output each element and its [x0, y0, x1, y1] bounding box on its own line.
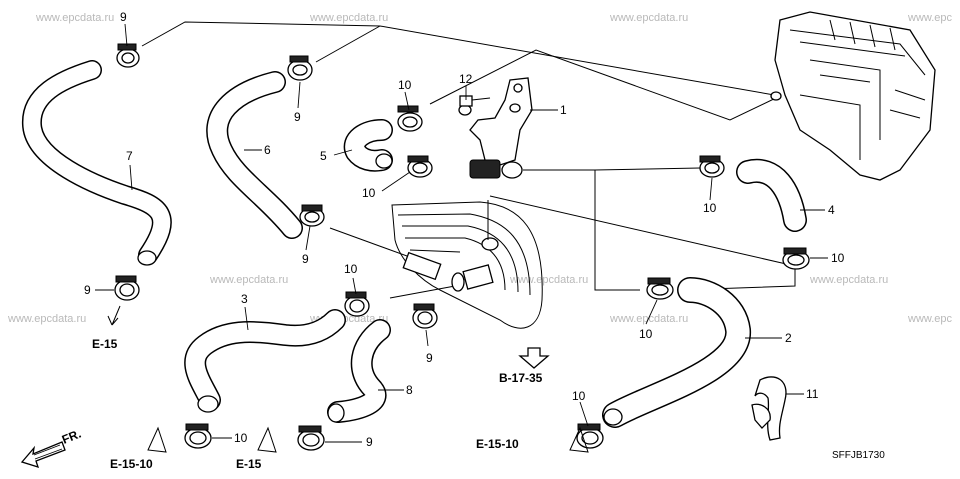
watermark-partial: www.epc [907, 12, 953, 24]
callout-10: 10 [703, 201, 717, 215]
clamp-10g [184, 423, 212, 449]
pipe-assembly [391, 200, 543, 329]
callout-9: 9 [302, 252, 309, 266]
clamp-9b [287, 55, 313, 81]
clamp-10h [576, 423, 604, 449]
watermark: www.epcdata.ru [809, 274, 888, 286]
watermark: www.epcdata.ru [509, 274, 588, 286]
hose-clamps [114, 43, 810, 451]
callout-6: 6 [264, 143, 271, 157]
watermark: www.epcdata.ru [609, 12, 688, 24]
front-arrow-icon [20, 441, 66, 468]
reference-arrows [107, 305, 589, 453]
callout-10: 10 [344, 262, 358, 276]
watermark: www.epcdata.ru [35, 12, 114, 24]
clamp-9e [412, 303, 438, 329]
callout-2: 2 [785, 331, 792, 345]
ref-b-17-35: B-17-35 [499, 371, 543, 385]
callout-10: 10 [639, 327, 653, 341]
clamp-9d [114, 275, 140, 301]
callout-9: 9 [426, 351, 433, 365]
callout-9: 9 [84, 283, 91, 297]
arrow-icon [257, 426, 277, 453]
callout-10: 10 [234, 431, 248, 445]
bracket-assembly [458, 77, 533, 179]
hose-6 [206, 71, 303, 239]
clamp-10a [397, 105, 423, 132]
callout-10: 10 [831, 251, 845, 265]
callout-4: 4 [828, 203, 835, 217]
hose-8 [327, 319, 391, 423]
clamp-9a [116, 43, 140, 68]
clamp-10b [407, 155, 433, 178]
callout-10: 10 [398, 78, 412, 92]
front-direction-arrow: FR. [20, 427, 83, 468]
clamp-9c [299, 204, 325, 227]
diagram-code: SFFJB1730 [832, 450, 885, 461]
ref-e-15: E-15 [92, 337, 118, 351]
watermark: www.epcdata.ru [7, 313, 86, 325]
heater-unit [770, 11, 936, 181]
callout-12: 12 [459, 72, 473, 86]
clamp-11 [751, 376, 787, 441]
callout-7: 7 [126, 149, 133, 163]
watermark: www.epcdata.ru [209, 274, 288, 286]
hose-2 [602, 277, 751, 428]
callout-8: 8 [406, 383, 413, 397]
part-numbers: 9 9 10 12 1 5 10 6 7 9 10 4 10 9 10 3 9 … [84, 10, 845, 449]
hose-3 [184, 309, 346, 413]
watermark-partial: www.epc [907, 313, 953, 325]
callout-9: 9 [366, 435, 373, 449]
hose-7 [22, 60, 172, 266]
callout-5: 5 [320, 149, 327, 163]
callout-10: 10 [362, 186, 376, 200]
watermark: www.epcdata.ru [309, 12, 388, 24]
ref-e-15-10: E-15-10 [110, 457, 153, 471]
arrow-icon [569, 426, 589, 453]
clamp-10c [699, 155, 725, 178]
hose-4 [736, 158, 807, 232]
callout-1: 1 [560, 103, 567, 117]
direction-label: FR. [60, 427, 83, 447]
clamp-9f [297, 425, 325, 451]
ref-e-15: E-15 [236, 457, 262, 471]
leader-lines [95, 23, 828, 443]
ref-e-15-10: E-15-10 [476, 437, 519, 451]
callout-3: 3 [241, 292, 248, 306]
callout-10: 10 [572, 389, 586, 403]
down-arrow-icon [518, 347, 550, 369]
callout-9: 9 [120, 10, 127, 24]
hose-5 [343, 119, 393, 172]
arrow-icon [147, 426, 167, 453]
clamp-10d [782, 247, 810, 270]
arrow-icon [107, 305, 121, 326]
reference-labels: E-15 E-15-10 E-15 B-17-35 E-15-10 [92, 337, 543, 471]
clamp-10e [344, 291, 370, 317]
callout-11: 11 [806, 387, 819, 401]
clamp-10f [646, 277, 674, 300]
callout-9: 9 [294, 110, 301, 124]
connector-lines [141, 21, 796, 299]
